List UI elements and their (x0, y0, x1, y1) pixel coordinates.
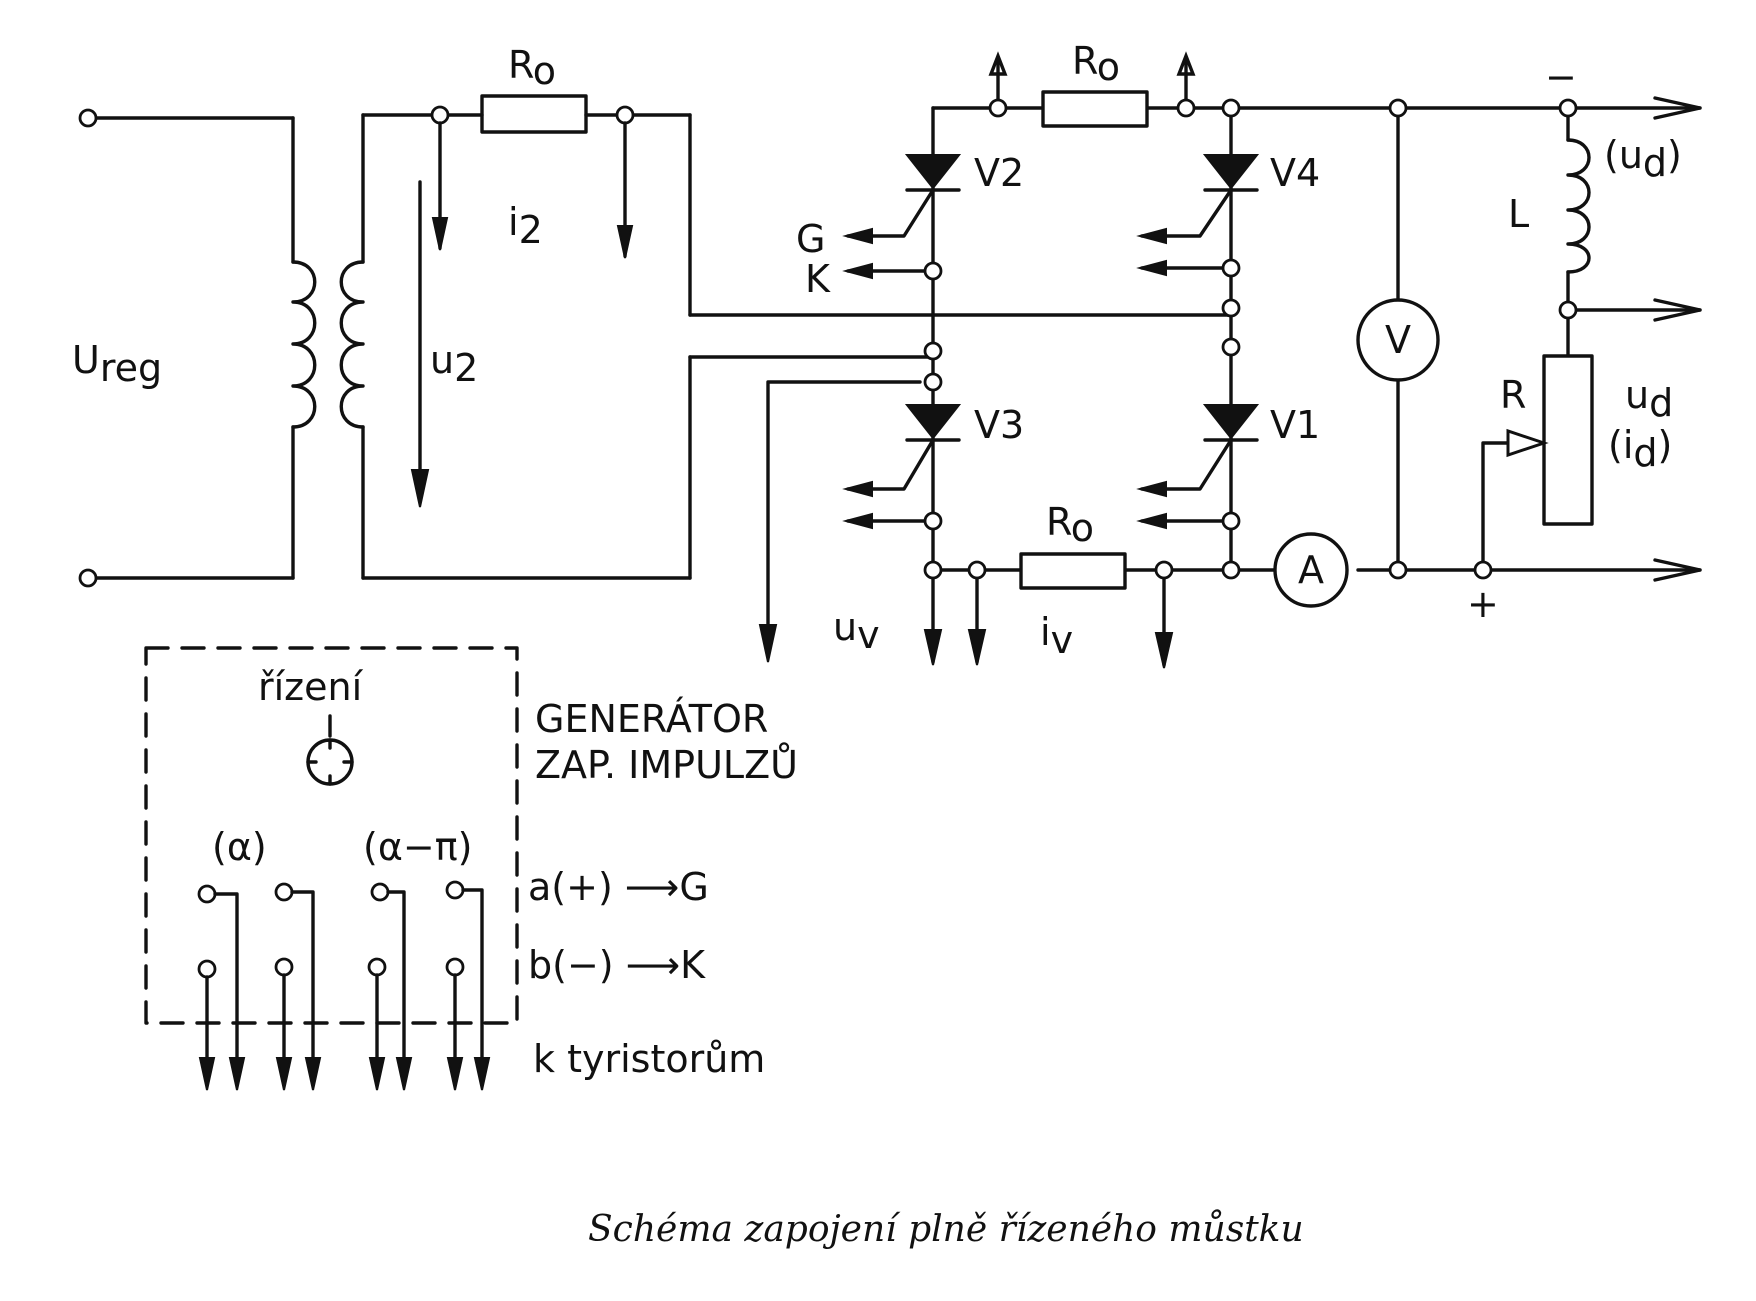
figure-caption: Schéma zapojení plně řízeného můstku (588, 1209, 1304, 1250)
load-resistor (1542, 354, 1594, 526)
node-mid-left-2 (923, 372, 943, 392)
label-ammeter: A (1298, 548, 1324, 592)
label-plus: + (1467, 582, 1499, 626)
label-v1: V1 (1270, 403, 1320, 447)
label-ud: ud (1625, 373, 1673, 425)
gen-terminal-b4 (445, 957, 465, 977)
gen-terminal-a3 (370, 882, 390, 902)
ro-top-resistor (1041, 90, 1149, 128)
label-ro-input: Ro (508, 43, 556, 93)
node-v2-cathode (923, 261, 943, 281)
transformer-section (78, 94, 1233, 588)
ro-input-resistor (480, 94, 588, 134)
gen-terminal-b3 (367, 957, 387, 977)
ro-bottom-resistor (1019, 552, 1127, 590)
node-load-top (1558, 98, 1578, 118)
label-load-r: R (1500, 373, 1526, 417)
thyristor-v2 (904, 154, 962, 190)
node-bottom-ro-right (1154, 560, 1174, 580)
label-v2: V2 (974, 151, 1024, 195)
output-section (1273, 96, 1702, 608)
ro-input-node-left (430, 105, 450, 125)
node-v3-cathode (923, 511, 943, 531)
gen-terminal-a1 (197, 884, 217, 904)
node-top-left-ro (988, 98, 1008, 118)
label-alpha: (α) (212, 825, 267, 869)
label-i2: i2 (508, 200, 543, 252)
node-v1-cathode (1221, 511, 1241, 531)
label-cathode: K (805, 257, 831, 301)
gen-terminal-a2 (274, 882, 294, 902)
thyristor-v1 (1202, 404, 1260, 440)
node-bottom-ro-left (967, 560, 987, 580)
label-control: řízení (258, 665, 364, 709)
label-iv: iv (1040, 610, 1073, 662)
label-u-reg: Ureg (72, 338, 162, 390)
node-bottom-right (1221, 560, 1241, 580)
input-terminal-bottom (78, 568, 98, 588)
node-v4-cathode (1221, 258, 1241, 278)
voltmeter (1356, 298, 1440, 382)
label-minus: − (1545, 55, 1577, 99)
node-bottom-left (923, 560, 943, 580)
secondary-winding (339, 260, 365, 429)
label-ro-bottom: Ro (1046, 500, 1094, 550)
label-gate: G (796, 217, 825, 261)
node-load-mid (1558, 300, 1578, 320)
label-v3: V3 (974, 403, 1024, 447)
thyristor-v4 (1202, 154, 1260, 190)
ro-input-node-right (615, 105, 635, 125)
pulse-generator (144, 646, 519, 1091)
node-mid-left (923, 341, 943, 361)
primary-winding (291, 260, 317, 429)
label-to-thyristors: k tyristorům (533, 1037, 765, 1081)
labels: Ureg u2 i2 Ro Ro Ro V2 V4 V3 V1 G K uv i… (72, 39, 1682, 1250)
thyristor-bridge (758, 51, 1702, 669)
label-alpha-pi: (α−π) (363, 825, 472, 869)
label-ro-top: Ro (1072, 39, 1120, 89)
label-generator-line1: GENERÁTOR (535, 697, 768, 741)
label-inductor: L (1508, 192, 1529, 236)
node-top-right-ro (1176, 98, 1196, 118)
label-ud-paren: (ud) (1604, 133, 1682, 185)
label-generator-line2: ZAP. IMPULZŮ (535, 743, 798, 787)
label-uv: uv (833, 605, 880, 657)
generator-dashed-box (144, 646, 519, 1025)
inductor-l (1566, 138, 1591, 274)
label-a-plus: a(+) ⟶G (528, 865, 709, 909)
gen-terminal-b1 (197, 959, 217, 979)
label-u2: u2 (430, 338, 478, 390)
node-mid-right-2 (1221, 337, 1241, 357)
node-load-bottom (1473, 560, 1493, 580)
label-v4: V4 (1270, 151, 1320, 195)
node-top-right-corner (1221, 98, 1241, 118)
node-voltmeter-bottom (1388, 560, 1408, 580)
label-voltmeter: V (1385, 318, 1411, 362)
node-mid-right (1221, 298, 1241, 318)
input-terminal-top (78, 108, 98, 128)
label-b-minus: b(−) ⟶K (528, 943, 706, 987)
gen-terminal-b2 (274, 957, 294, 977)
ammeter (1273, 532, 1349, 608)
thyristor-v3 (904, 404, 962, 440)
node-voltmeter-top (1388, 98, 1408, 118)
label-id-paren: (id) (1608, 423, 1672, 475)
gen-terminal-a4 (445, 880, 465, 900)
